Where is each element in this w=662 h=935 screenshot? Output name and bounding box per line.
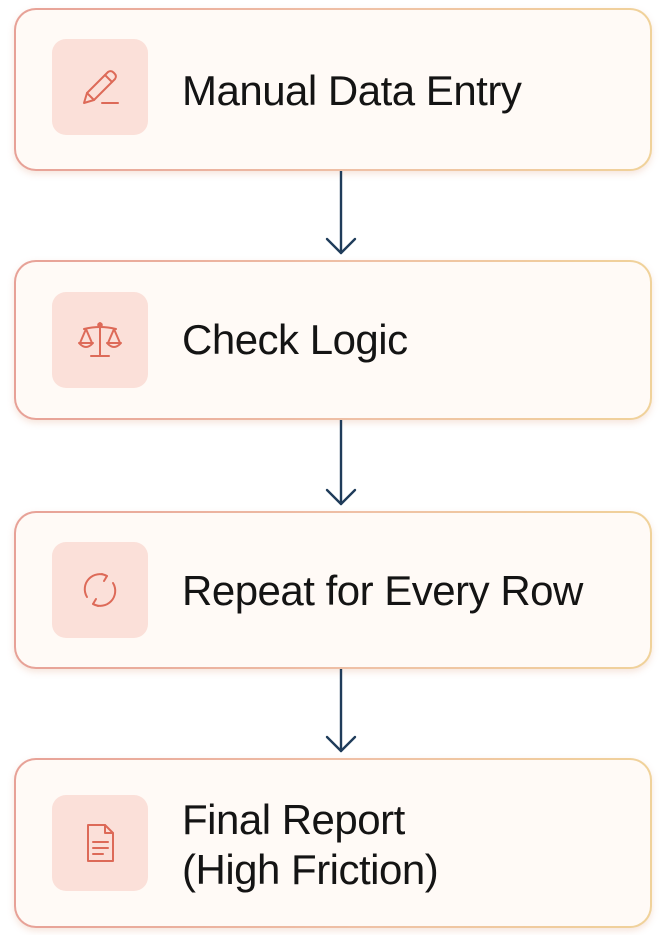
document-icon — [52, 795, 148, 891]
pencil-icon — [52, 39, 148, 135]
step-label: Manual Data Entry — [182, 67, 522, 114]
step-label-line-1: Final Report — [182, 796, 405, 843]
step-label: Check Logic — [182, 316, 408, 363]
down-arrow — [316, 420, 366, 511]
refresh-icon — [52, 542, 148, 638]
step-card-check-logic: Check Logic — [14, 260, 652, 420]
step-card-manual-data-entry: Manual Data Entry — [14, 8, 652, 171]
step-card-final-report: Final Report (High Friction) — [14, 758, 652, 928]
step-label: Final Report (High Friction) — [182, 795, 640, 895]
step-card-repeat-for-every-row: Repeat for Every Row — [14, 511, 652, 669]
step-label-line-2: (High Friction) — [182, 846, 439, 893]
down-arrow — [316, 669, 366, 758]
scales-icon — [52, 292, 148, 388]
step-label: Repeat for Every Row — [182, 567, 583, 614]
down-arrow — [316, 171, 366, 260]
